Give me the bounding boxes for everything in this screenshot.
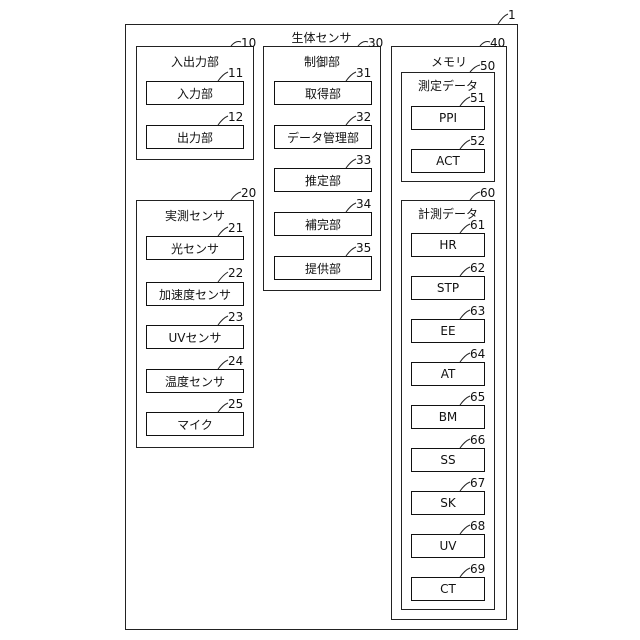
act-data-ref: 52 bbox=[470, 134, 485, 148]
complement-unit: 補完部 bbox=[274, 212, 372, 236]
temperature-sensor-ref: 24 bbox=[228, 354, 243, 368]
ct-data-ref: 69 bbox=[470, 562, 485, 576]
microphone-ref: 25 bbox=[228, 397, 243, 411]
data-management-unit-ref: 32 bbox=[356, 110, 371, 124]
io-unit-ref: 10 bbox=[241, 36, 256, 50]
sk-data-ref: 67 bbox=[470, 476, 485, 490]
bm-data-ref: 65 bbox=[470, 390, 485, 404]
ppi-data-ref: 51 bbox=[470, 91, 485, 105]
light-sensor: 光センサ bbox=[146, 236, 244, 260]
uv-sensor-ref: 23 bbox=[228, 310, 243, 324]
memory-ref: 40 bbox=[490, 36, 505, 50]
ee-data: EE bbox=[411, 319, 485, 343]
input-unit: 入力部 bbox=[146, 81, 244, 105]
light-sensor-ref: 21 bbox=[228, 221, 243, 235]
microphone: マイク bbox=[146, 412, 244, 436]
ct-data: CT bbox=[411, 577, 485, 601]
sensor-unit-ref: 20 bbox=[241, 186, 256, 200]
control-unit-ref: 30 bbox=[368, 36, 383, 50]
ss-data: SS bbox=[411, 448, 485, 472]
output-unit-ref: 12 bbox=[228, 110, 243, 124]
act-data: ACT bbox=[411, 149, 485, 173]
estimation-unit-ref: 33 bbox=[356, 153, 371, 167]
device-ref: 1 bbox=[508, 8, 516, 22]
ppi-data: PPI bbox=[411, 106, 485, 130]
bm-data: BM bbox=[411, 405, 485, 429]
at-data-ref: 64 bbox=[470, 347, 485, 361]
output-unit: 出力部 bbox=[146, 125, 244, 149]
acceleration-sensor-ref: 22 bbox=[228, 266, 243, 280]
acquisition-unit-ref: 31 bbox=[356, 66, 371, 80]
ss-data-ref: 66 bbox=[470, 433, 485, 447]
uv-sensor: UVセンサ bbox=[146, 325, 244, 349]
at-data: AT bbox=[411, 362, 485, 386]
uv-data: UV bbox=[411, 534, 485, 558]
providing-unit-ref: 35 bbox=[356, 241, 371, 255]
input-unit-ref: 11 bbox=[228, 66, 243, 80]
ee-data-ref: 63 bbox=[470, 304, 485, 318]
complement-unit-ref: 34 bbox=[356, 197, 371, 211]
temperature-sensor: 温度センサ bbox=[146, 369, 244, 393]
estimation-unit: 推定部 bbox=[274, 168, 372, 192]
measured-data-ref: 50 bbox=[480, 59, 495, 73]
stp-data: STP bbox=[411, 276, 485, 300]
stp-data-ref: 62 bbox=[470, 261, 485, 275]
acceleration-sensor: 加速度センサ bbox=[146, 282, 244, 306]
uv-data-ref: 68 bbox=[470, 519, 485, 533]
hr-data-ref: 61 bbox=[470, 218, 485, 232]
hr-data: HR bbox=[411, 233, 485, 257]
providing-unit: 提供部 bbox=[274, 256, 372, 280]
leader-1 bbox=[498, 14, 508, 24]
data-management-unit: データ管理部 bbox=[274, 125, 372, 149]
computed-data-ref: 60 bbox=[480, 186, 495, 200]
sk-data: SK bbox=[411, 491, 485, 515]
acquisition-unit: 取得部 bbox=[274, 81, 372, 105]
device-title: 生体センサ bbox=[126, 29, 517, 46]
